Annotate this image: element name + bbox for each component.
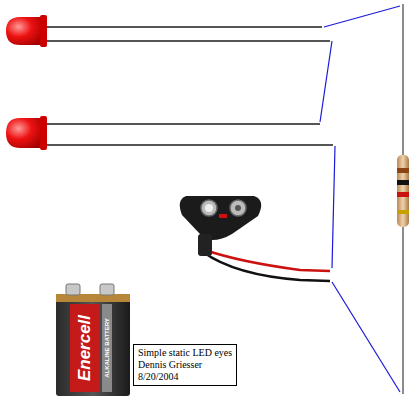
caption-box: Simple static LED eyesDennis Griesser8/2… [133,344,237,386]
caption-text: Simple static LED eyes [138,347,232,359]
battery-label: Enercell [75,315,95,381]
resistor-symbol [397,4,409,394]
battery-clip [180,196,330,281]
battery-label: ALKALINE BATTERY [104,318,110,378]
battery-9v [56,284,130,396]
caption-text: Dennis Griesser [138,359,232,371]
led [6,116,333,150]
led [6,15,330,47]
wire [320,6,400,392]
caption-text: 8/20/2004 [138,371,232,383]
